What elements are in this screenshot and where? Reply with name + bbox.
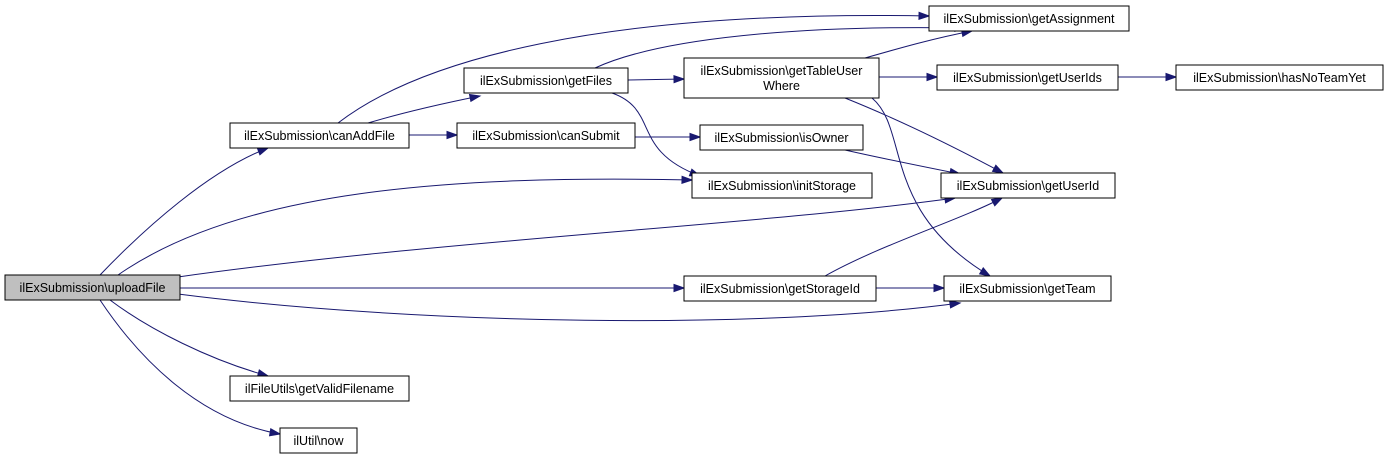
node-label: ilExSubmission\getFiles (480, 74, 612, 88)
edge-uploadFile-to-getTeam (177, 293, 962, 322)
edge-getTableUserWhere-to-getUserIds (879, 72, 939, 82)
arrowhead (978, 266, 992, 277)
node-box (940, 172, 1116, 199)
node-getUserId[interactable]: ilExSubmission\getUserId (940, 172, 1116, 199)
node-box (456, 122, 636, 149)
edge-getTableUserWhere-to-getUserId (844, 97, 1005, 174)
edge-uploadFile-to-getUserId (177, 195, 957, 278)
node-box (683, 57, 880, 99)
node-label: ilFileUtils\getValidFilename (245, 382, 394, 396)
arrowhead (673, 283, 686, 293)
node-box (229, 375, 410, 402)
node-label: ilExSubmission\getTeam (959, 282, 1095, 296)
node-label: Where (763, 79, 800, 93)
edge-getTableUserWhere-to-getTeam (871, 97, 992, 277)
edge-line (594, 27, 966, 69)
edges-layer (99, 11, 1178, 437)
arrowhead (990, 197, 1004, 207)
edge-line (117, 178, 693, 276)
node-getTeam[interactable]: ilExSubmission\getTeam (943, 275, 1112, 302)
edge-uploadFile-to-now (99, 299, 282, 437)
node-label: ilExSubmission\hasNoTeamYet (1193, 71, 1366, 85)
edge-getStorageId-to-getTeam (876, 283, 946, 293)
edge-canAddFile-to-canSubmit (409, 130, 459, 140)
edge-line (177, 293, 961, 322)
node-hasNoTeamYet[interactable]: ilExSubmission\hasNoTeamYet (1175, 64, 1384, 91)
edge-line (844, 97, 1004, 174)
arrowhead (933, 283, 946, 293)
edge-isOwner-to-getUserId (844, 149, 962, 177)
node-label: ilExSubmission\uploadFile (20, 281, 166, 295)
arrowhead (268, 428, 282, 437)
arrowhead (468, 93, 482, 103)
edge-line (611, 92, 701, 177)
edge-line (177, 197, 956, 278)
node-label: ilUtil\now (293, 434, 344, 448)
node-box (699, 124, 864, 151)
edge-canSubmit-to-isOwner (635, 132, 702, 142)
node-box (229, 122, 410, 149)
node-label: ilExSubmission\canAddFile (244, 129, 395, 143)
node-box (1175, 64, 1384, 91)
edge-line (109, 299, 269, 377)
node-box (943, 275, 1112, 302)
node-now[interactable]: ilUtil\now (279, 427, 358, 454)
node-label: ilExSubmission\initStorage (708, 179, 856, 193)
edge-canAddFile-to-getFiles (367, 93, 482, 124)
node-canSubmit[interactable]: ilExSubmission\canSubmit (456, 122, 636, 149)
edge-getTableUserWhere-to-getAssignment (864, 28, 974, 59)
arrowhead (926, 72, 939, 82)
node-initStorage[interactable]: ilExSubmission\initStorage (691, 172, 873, 199)
edge-line (99, 147, 269, 276)
arrowhead (991, 164, 1005, 174)
edge-getFiles-to-getTableUserWhere (627, 74, 686, 84)
node-box (691, 172, 873, 199)
edge-line (367, 95, 481, 124)
node-label: ilExSubmission\canSubmit (472, 129, 620, 143)
node-getStorageId[interactable]: ilExSubmission\getStorageId (683, 275, 877, 302)
node-box (279, 427, 358, 454)
edge-uploadFile-to-getValidFilename (109, 299, 270, 378)
arrowhead (689, 132, 702, 142)
node-box (936, 64, 1119, 91)
node-label: ilExSubmission\isOwner (714, 131, 848, 145)
node-getAssignment[interactable]: ilExSubmission\getAssignment (928, 5, 1130, 32)
arrowhead (256, 147, 270, 156)
node-label: ilExSubmission\getAssignment (944, 12, 1115, 26)
edge-uploadFile-to-initStorage (117, 175, 694, 276)
arrowhead (673, 74, 686, 84)
edge-uploadFile-to-getStorageId (175, 283, 686, 293)
node-uploadFile[interactable]: ilExSubmission\uploadFile (4, 274, 181, 301)
node-label: ilExSubmission\getUserId (957, 179, 1099, 193)
node-box (463, 67, 629, 94)
nodes-layer: ilExSubmission\uploadFile ilExSubmission\… (4, 5, 1384, 454)
node-label: ilExSubmission\getTableUser (701, 64, 863, 78)
arrowhead (681, 175, 694, 184)
node-label: ilExSubmission\getUserIds (953, 71, 1102, 85)
node-label: ilExSubmission\getStorageId (700, 282, 860, 296)
arrowhead (446, 130, 459, 140)
arrowhead (1165, 72, 1178, 82)
edge-uploadFile-to-canAddFile (99, 147, 270, 276)
edge-line (871, 97, 991, 277)
node-isOwner[interactable]: ilExSubmission\isOwner (699, 124, 864, 151)
node-box (928, 5, 1130, 32)
edge-getUserIds-to-hasNoTeamYet (1118, 72, 1178, 82)
node-getFiles[interactable]: ilExSubmission\getFiles (463, 67, 629, 94)
arrowhead (949, 300, 962, 309)
edge-line (337, 15, 930, 124)
edge-line (864, 30, 973, 59)
edge-canAddFile-to-getAssignment (337, 11, 931, 124)
node-canAddFile[interactable]: ilExSubmission\canAddFile (229, 122, 410, 149)
node-getValidFilename[interactable]: ilFileUtils\getValidFilename (229, 375, 410, 402)
edge-getStorageId-to-getUserId (824, 197, 1004, 277)
edge-line (824, 197, 1003, 277)
arrowhead (918, 11, 931, 21)
node-box (4, 274, 181, 301)
node-box (683, 275, 877, 302)
edge-line (99, 299, 281, 435)
node-getUserIds[interactable]: ilExSubmission\getUserIds (936, 64, 1119, 91)
